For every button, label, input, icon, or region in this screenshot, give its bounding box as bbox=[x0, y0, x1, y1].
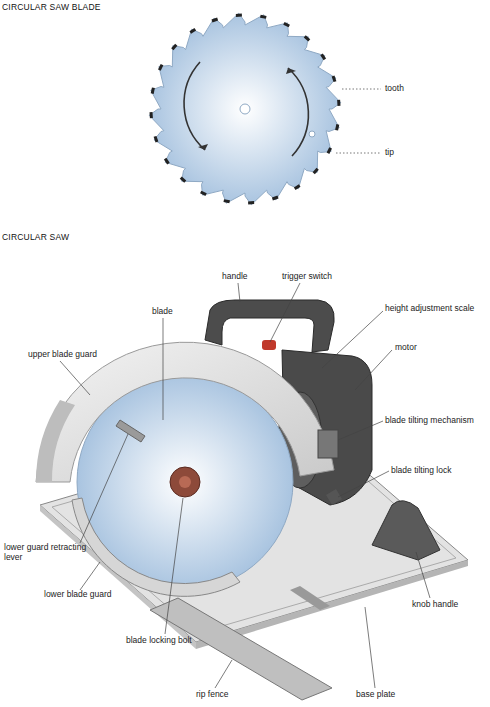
part-label: tooth bbox=[385, 84, 404, 94]
carbide-tip bbox=[335, 124, 339, 130]
part-label: blade bbox=[152, 307, 173, 317]
leader-line bbox=[60, 361, 90, 395]
part-label: base plate bbox=[356, 690, 395, 700]
rotation-arrow bbox=[288, 68, 308, 156]
leader-line bbox=[342, 89, 381, 90]
part-label: lower guard retracting lever bbox=[4, 543, 104, 563]
lower-blade-guard bbox=[72, 498, 240, 596]
tilting-mechanism bbox=[318, 430, 338, 458]
handle bbox=[205, 300, 334, 352]
carbide-tip bbox=[283, 22, 290, 27]
carbide-tip bbox=[332, 75, 337, 82]
leader-line bbox=[80, 434, 128, 543]
upper-blade-guard-side bbox=[36, 400, 75, 482]
leader-line bbox=[270, 283, 300, 342]
leader-line bbox=[80, 562, 100, 590]
leader-line bbox=[338, 421, 383, 440]
leader-line bbox=[163, 318, 164, 420]
part-label: handle bbox=[222, 272, 248, 282]
blade-locking-bolt bbox=[170, 467, 200, 497]
arbor-hole bbox=[240, 104, 250, 114]
upper-blade-guard bbox=[36, 342, 334, 482]
rip-fence bbox=[150, 598, 332, 700]
carbide-tip bbox=[327, 147, 332, 154]
leader-line bbox=[365, 607, 375, 688]
carbide-tip bbox=[294, 184, 301, 190]
carbide-tip bbox=[158, 64, 163, 71]
part-label: tip bbox=[385, 148, 394, 158]
part-label: lower blade guard bbox=[44, 590, 112, 600]
knob-handle bbox=[372, 501, 440, 560]
trigger-switch bbox=[262, 340, 276, 350]
part-label: trigger switch bbox=[282, 272, 332, 282]
fence-clamp bbox=[290, 586, 330, 610]
leader-line bbox=[416, 552, 430, 598]
carbide-tip bbox=[248, 201, 254, 204]
carbide-tip bbox=[320, 53, 326, 60]
part-label: height adjustment scale bbox=[385, 304, 474, 314]
leader-line bbox=[338, 471, 389, 497]
blade-teeth bbox=[149, 13, 341, 205]
bolt-centre bbox=[179, 476, 191, 488]
carbide-tip bbox=[151, 87, 155, 93]
part-label: blade tilting mechanism bbox=[385, 416, 474, 426]
leader-line bbox=[165, 498, 183, 634]
leader-line bbox=[355, 350, 392, 390]
carbide-tip bbox=[171, 44, 177, 50]
part-label: rip fence bbox=[196, 690, 229, 700]
retracting-lever bbox=[116, 420, 145, 442]
carbide-tip bbox=[337, 100, 340, 106]
blade-hole bbox=[309, 131, 315, 137]
part-label: blade tilting lock bbox=[391, 466, 451, 476]
leader-lines bbox=[60, 283, 430, 688]
carbide-tip bbox=[211, 18, 218, 23]
carbide-tip bbox=[164, 158, 170, 165]
leader-line bbox=[238, 283, 240, 302]
leader-line bbox=[322, 311, 383, 368]
part-label: upper blade guard bbox=[28, 350, 97, 360]
carbide-tip bbox=[180, 177, 186, 183]
carbide-tip bbox=[189, 28, 196, 34]
section-heading: CIRCULAR SAW bbox=[2, 233, 69, 243]
arrow-head bbox=[198, 144, 208, 150]
tilting-lock bbox=[326, 489, 342, 505]
part-label: motor bbox=[395, 343, 417, 353]
carbide-tip bbox=[150, 112, 153, 118]
carbide-tip bbox=[272, 196, 279, 201]
carbide-tip bbox=[304, 35, 310, 41]
part-label: knob handle bbox=[412, 600, 458, 610]
carbide-tip bbox=[200, 191, 207, 196]
section-heading: CIRCULAR SAW BLADE bbox=[2, 3, 101, 13]
blade-disc bbox=[149, 13, 341, 205]
leader-line bbox=[336, 153, 381, 154]
carbide-tip bbox=[236, 14, 242, 17]
part-label: blade locking bolt bbox=[126, 636, 192, 646]
carbide-tip bbox=[154, 136, 159, 143]
arrow-head bbox=[286, 68, 296, 74]
carbide-tip bbox=[260, 15, 266, 19]
rotation-arrow bbox=[184, 62, 205, 150]
leader-line bbox=[215, 660, 232, 688]
carbide-tip bbox=[223, 199, 229, 203]
carbide-tip bbox=[313, 168, 319, 174]
